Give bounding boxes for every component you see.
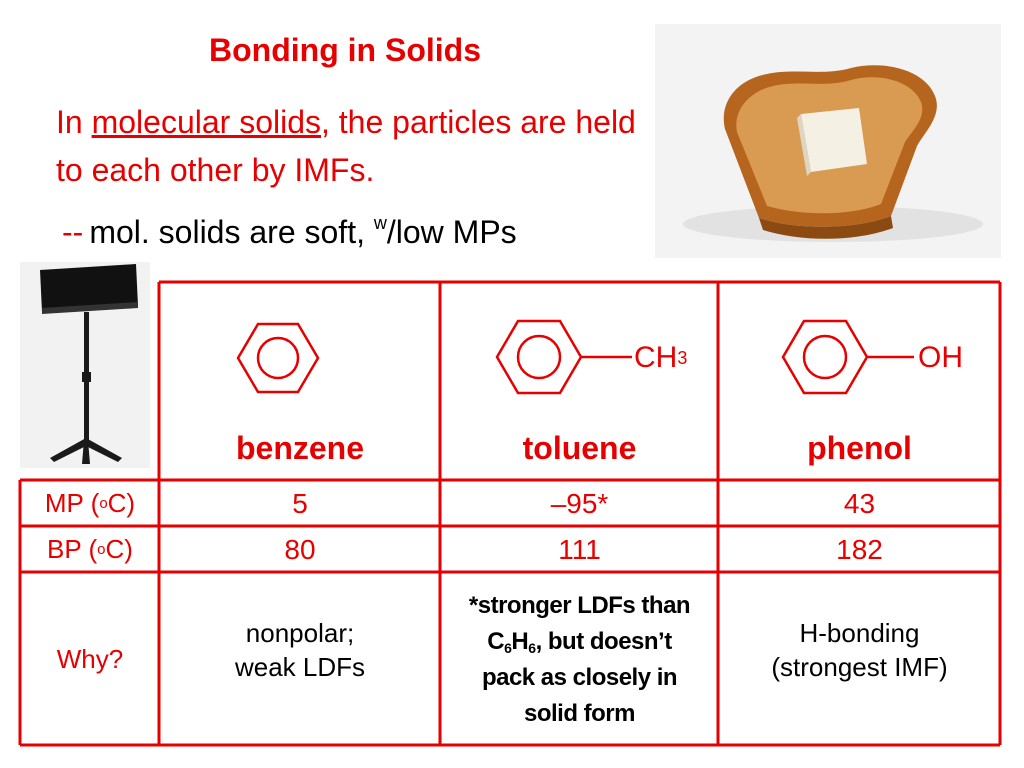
intro-text: In molecular solids, the particles are h… [56, 98, 656, 194]
music-stand-image [20, 262, 150, 468]
bp-phenol: 182 [836, 533, 883, 565]
bp-label-end: C) [105, 534, 133, 564]
toluene-substituent-text: CH [634, 341, 678, 374]
formula-c: C [487, 628, 505, 655]
compound-name-benzene: benzene [235, 429, 365, 466]
why-row-label: Why? [56, 643, 124, 674]
why-benzene: nonpolar; weak LDFs [160, 600, 440, 700]
bp-toluene: 111 [558, 533, 601, 565]
benzene-ring-icon [236, 322, 320, 394]
formula-h: H [511, 628, 529, 655]
slide-title: Bonding in Solids [209, 32, 481, 68]
bullet-sup: w [373, 213, 387, 233]
mp-toluene: –95* [550, 487, 609, 519]
bullet-dash: -- [62, 214, 84, 250]
intro-term: molecular solids [91, 104, 321, 140]
phenol-substituent: OH [918, 338, 998, 378]
intro-suffix: , the particles are held to each other b… [56, 104, 636, 188]
mp-label-end: C) [107, 488, 136, 518]
toast-image [655, 24, 1001, 258]
phenol-substituent-text: OH [918, 341, 963, 374]
formula-h-sub: 6 [528, 640, 536, 656]
mp-benzene: 5 [292, 487, 308, 519]
bullet-text-a: mol. solids are soft, [89, 214, 374, 250]
why-phenol-line-1: H-bonding [799, 618, 920, 648]
bp-label-text: BP ( [47, 534, 98, 564]
why-phenol: H-bonding (strongest IMF) [719, 600, 1000, 700]
why-toluene: *stronger LDFs than C6H6, but doesn’t pa… [441, 578, 718, 742]
compound-name-toluene: toluene [522, 429, 637, 466]
why-toluene-line-2-rest: , but doesn’t [535, 628, 673, 655]
why-toluene-line-4: solid form [523, 700, 636, 727]
why-benzene-line-2: weak LDFs [234, 652, 366, 682]
toluene-ring-icon [495, 319, 632, 395]
why-toluene-line-3: pack as closely in [481, 664, 678, 691]
bullet-point: --mol. solids are soft, w/low MPs [62, 214, 517, 251]
intro-prefix: In [56, 104, 92, 140]
why-toluene-line-1: *stronger LDFs than [468, 592, 691, 619]
formula-c-sub: 6 [504, 640, 512, 656]
mp-label-text: MP ( [44, 488, 100, 518]
why-toluene-line-2: C6H6, but doesn’t [487, 624, 673, 660]
bp-benzene: 80 [284, 533, 316, 565]
mp-phenol: 43 [843, 487, 876, 519]
bullet-text-b: /low MPs [386, 214, 517, 250]
why-phenol-line-2: (strongest IMF) [771, 652, 948, 682]
compound-name-phenol: phenol [807, 429, 912, 466]
phenol-ring-icon [781, 319, 914, 395]
why-benzene-line-1: nonpolar; [245, 618, 355, 648]
